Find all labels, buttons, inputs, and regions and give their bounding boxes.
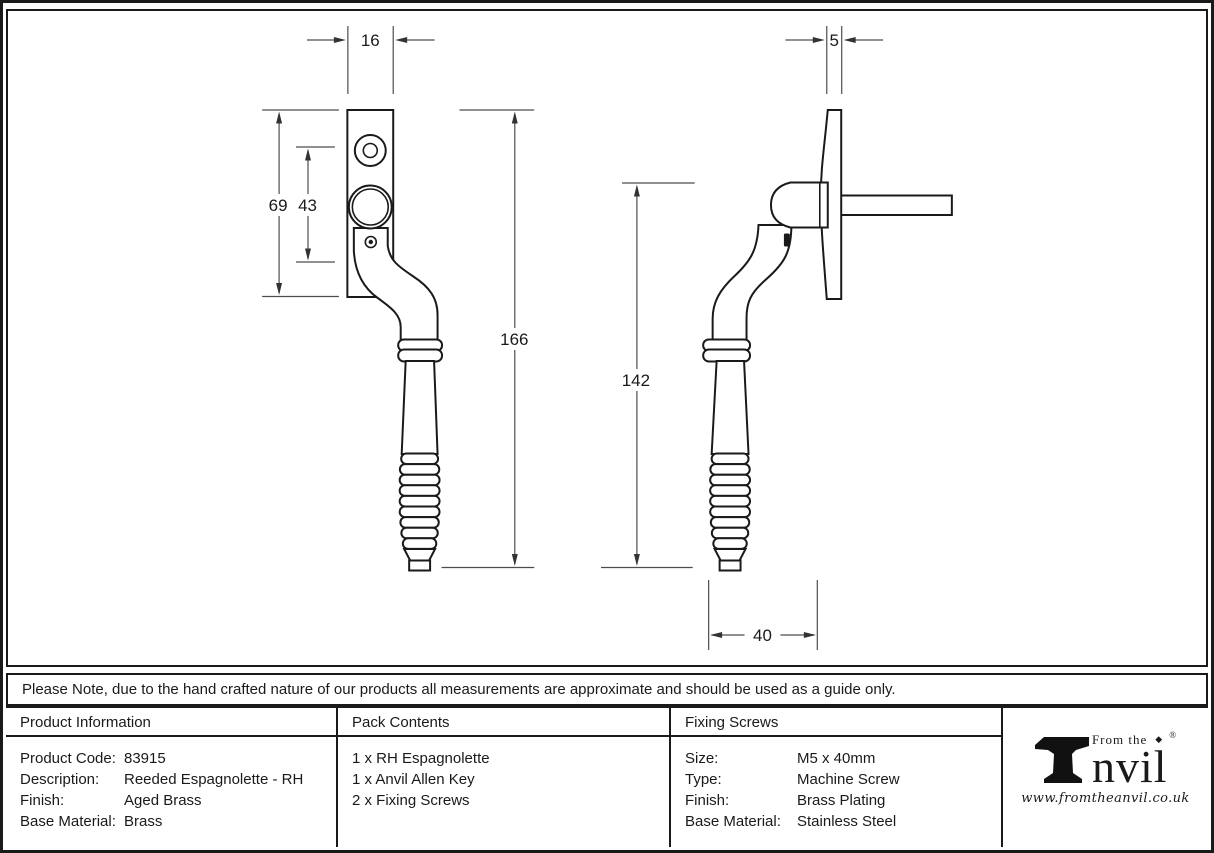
product-information-header: Product Information xyxy=(6,708,336,737)
fixing-screws-column: Fixing Screws Size: M5 x 40mm Type: Mach… xyxy=(671,708,1003,847)
pack-contents-item: 2 x Fixing Screws xyxy=(352,792,470,809)
side-spindle xyxy=(837,194,953,216)
logo-website: www.fromtheanvil.co.uk xyxy=(1021,791,1190,806)
table-row: Description: Reeded Espagnolette - RH xyxy=(20,769,336,790)
front-screw-hole-outer xyxy=(353,134,387,167)
dimension-handle-height: 142 xyxy=(601,182,695,569)
front-reeded-grip xyxy=(398,452,441,550)
row-label: Finish: xyxy=(20,792,65,809)
pack-contents-header: Pack Contents xyxy=(338,708,669,737)
row-label: Finish: xyxy=(685,792,730,809)
technical-drawing-area: 16 69 43 xyxy=(6,9,1208,667)
dim-plate-thickness-label: 5 xyxy=(830,31,839,50)
dimension-overall-height: 166 xyxy=(441,109,538,569)
dimension-plate-thickness: 5 xyxy=(785,26,884,94)
front-grub-screw xyxy=(364,235,378,249)
dim-plate-height-label: 69 xyxy=(269,196,288,215)
product-information-column: Product Information Product Code: 83915 … xyxy=(6,708,338,847)
row-label: Product Code: xyxy=(20,750,116,767)
side-reeded-grip xyxy=(709,452,752,550)
dim-plate-width-label: 16 xyxy=(361,31,380,50)
front-view-drawing xyxy=(346,109,444,572)
measurement-note-text: Please Note, due to the hand crafted nat… xyxy=(22,681,896,698)
table-row: Type: Machine Screw xyxy=(685,769,1001,790)
table-row: Base Material: Brass xyxy=(20,811,336,832)
side-handle-arm xyxy=(711,224,793,344)
row-label: Base Material: xyxy=(685,813,781,830)
registered-mark: ® xyxy=(1169,730,1178,740)
row-value: Brass xyxy=(124,813,163,830)
row-value: M5 x 40mm xyxy=(797,750,876,767)
pack-contents-column: Pack Contents 1 x RH Espagnolette 1 x An… xyxy=(338,708,671,847)
front-grip-cap xyxy=(408,559,432,572)
dim-overall-height-label: 166 xyxy=(500,330,528,349)
product-info-table: Product Information Product Code: 83915 … xyxy=(6,706,1208,847)
fixing-screws-header: Fixing Screws xyxy=(671,708,1001,737)
table-row: Finish: Brass Plating xyxy=(685,790,1001,811)
pack-contents-body: 1 x RH Espagnolette 1 x Anvil Allen Key … xyxy=(338,737,669,811)
logo-from-the: From the◆® xyxy=(1091,730,1178,747)
front-screw-hole-inner xyxy=(362,142,379,159)
anvil-icon xyxy=(1034,737,1089,783)
table-row: Base Material: Stainless Steel xyxy=(685,811,1001,832)
row-value: Stainless Steel xyxy=(797,813,897,830)
measurement-note-bar: Please Note, due to the hand crafted nat… xyxy=(6,673,1208,706)
product-information-body: Product Code: 83915 Description: Reeded … xyxy=(6,737,336,832)
row-label: Size: xyxy=(685,750,719,767)
from-the-anvil-logo: From the◆® nvil www.fromtheanvil.co.uk xyxy=(1003,730,1208,806)
table-row: Size: M5 x 40mm xyxy=(685,748,1001,769)
row-label: Base Material: xyxy=(20,813,116,830)
row-value: Brass Plating xyxy=(797,792,886,809)
side-view-drawing xyxy=(702,109,953,572)
dimension-hole-spacing: 43 xyxy=(291,146,335,263)
front-knob-inner xyxy=(351,188,390,226)
logo-anvil-text: nvil xyxy=(1091,741,1168,792)
side-knob xyxy=(769,181,829,229)
dimension-plate-width: 16 xyxy=(307,26,435,94)
front-taper-neck xyxy=(400,360,439,455)
side-grip-cap xyxy=(718,559,742,572)
diamond-dot: ◆ xyxy=(1155,734,1164,744)
table-row: Product Code: 83915 xyxy=(20,748,336,769)
front-knob-outer xyxy=(347,184,393,230)
front-grub-screw-dot xyxy=(368,239,373,245)
pack-contents-item: 1 x Anvil Allen Key xyxy=(352,771,475,788)
dim-projection-label: 40 xyxy=(753,626,772,645)
side-grub-screw xyxy=(783,233,790,247)
dim-handle-height-label: 142 xyxy=(622,371,650,390)
row-value: 83915 xyxy=(124,750,166,767)
espagnolette-drawing: 16 69 43 xyxy=(260,26,953,650)
side-grip-cone xyxy=(712,548,748,562)
row-label: Type: xyxy=(685,771,722,788)
dimension-plate-height: 69 xyxy=(260,109,339,298)
dim-hole-spacing-label: 43 xyxy=(298,196,317,215)
dimension-projection: 40 xyxy=(708,580,818,650)
row-value: Reeded Espagnolette - RH xyxy=(124,771,304,788)
side-taper-neck xyxy=(710,360,750,455)
fixing-screws-body: Size: M5 x 40mm Type: Machine Screw Fini… xyxy=(671,737,1001,832)
table-row: Finish: Aged Brass xyxy=(20,790,336,811)
side-collar xyxy=(702,338,752,363)
front-grip-cone xyxy=(402,548,437,562)
front-collar xyxy=(397,338,444,363)
row-value: Aged Brass xyxy=(124,792,202,809)
brand-logo-cell: From the◆® nvil www.fromtheanvil.co.uk xyxy=(1003,708,1208,847)
row-label: Description: xyxy=(20,771,100,788)
row-value: Machine Screw xyxy=(797,771,900,788)
pack-contents-item: 1 x RH Espagnolette xyxy=(352,750,490,767)
